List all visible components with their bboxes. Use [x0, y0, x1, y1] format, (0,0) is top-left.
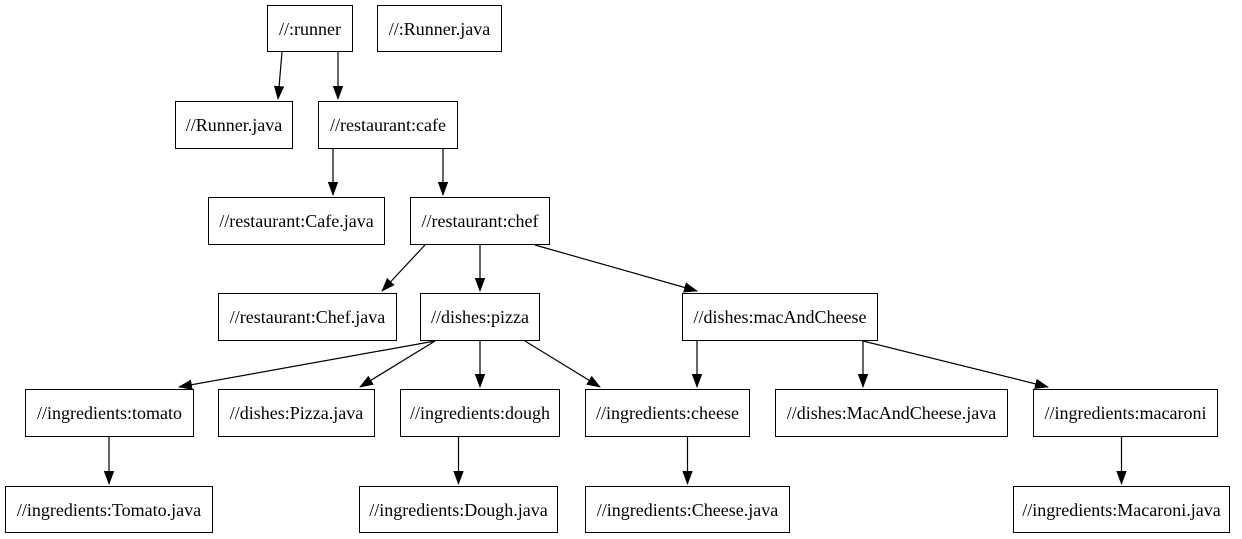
graph-node-mac-and-cheese: //dishes:macAndCheese — [682, 293, 878, 341]
graph-node-label: //ingredients:macaroni — [1044, 403, 1207, 423]
graph-node-dough: //ingredients:dough — [400, 389, 560, 437]
edge-mac-and-cheese-to-macaroni — [862, 340, 1049, 389]
graph-node-chef-java: //restaurant:Chef.java — [218, 293, 397, 341]
graph-node-label: //ingredients:Cheese.java — [596, 499, 779, 520]
graph-node-label: //ingredients:Macaroni.java — [1022, 499, 1221, 520]
graph-node-runner-java: //Runner.java — [175, 101, 293, 149]
graph-node-label: //Runner.java — [185, 115, 283, 135]
edge-chef-to-chef-java — [381, 244, 426, 292]
graph-node-label: //:Runner.java — [388, 18, 491, 39]
graph-node-mac-java: //dishes:MacAndCheese.java — [775, 389, 1008, 437]
dependency-edges — [103, 51, 1127, 485]
graph-node-label: //dishes:Pizza.java — [229, 403, 364, 423]
graph-node-runner-java-top: //:Runner.java — [377, 5, 502, 52]
graph-node-pizza: //dishes:pizza — [420, 293, 540, 341]
edge-pizza-to-tomato — [178, 340, 436, 390]
graph-node-label: //ingredients:tomato — [37, 403, 182, 423]
graph-node-label: //restaurant:Chef.java — [229, 307, 386, 327]
graph-node-dough-java: //ingredients:Dough.java — [359, 486, 558, 533]
graph-node-cheese-java: //ingredients:Cheese.java — [585, 486, 790, 533]
graph-node-label: //restaurant:Cafe.java — [219, 211, 374, 231]
edge-pizza-to-cheese — [524, 340, 601, 388]
edge-chef-to-mac-and-cheese — [534, 244, 698, 293]
graph-node-label: //dishes:pizza — [431, 307, 529, 327]
graph-node-macaroni-java: //ingredients:Macaroni.java — [1013, 486, 1230, 533]
graph-node-runner: //:runner — [267, 5, 353, 52]
edge-pizza-to-pizza-java — [359, 340, 436, 388]
graph-node-label: //restaurant:chef — [421, 211, 539, 231]
graph-node-label: //ingredients:cheese — [596, 403, 739, 423]
graph-node-macaroni: //ingredients:macaroni — [1033, 389, 1218, 437]
graph-node-label: //:runner — [279, 18, 341, 39]
graph-node-cafe: //restaurant:cafe — [318, 101, 458, 149]
graph-node-cafe-java: //restaurant:Cafe.java — [208, 197, 385, 245]
graph-node-tomato: //ingredients:tomato — [25, 389, 194, 437]
edge-runner-to-runner-java — [273, 51, 285, 100]
graph-node-pizza-java: //dishes:Pizza.java — [218, 389, 375, 437]
graph-node-label: //dishes:MacAndCheese.java — [786, 403, 997, 423]
graph-node-label: //restaurant:cafe — [330, 115, 446, 135]
graph-node-chef: //restaurant:chef — [410, 197, 550, 245]
graph-node-cheese: //ingredients:cheese — [585, 389, 750, 437]
graph-node-label: //ingredients:Tomato.java — [16, 499, 202, 520]
graph-node-tomato-java: //ingredients:Tomato.java — [5, 486, 213, 533]
graph-node-label: //ingredients:Dough.java — [369, 499, 548, 520]
graph-node-label: //dishes:macAndCheese — [693, 307, 867, 327]
graph-node-label: //ingredients:dough — [410, 403, 550, 423]
